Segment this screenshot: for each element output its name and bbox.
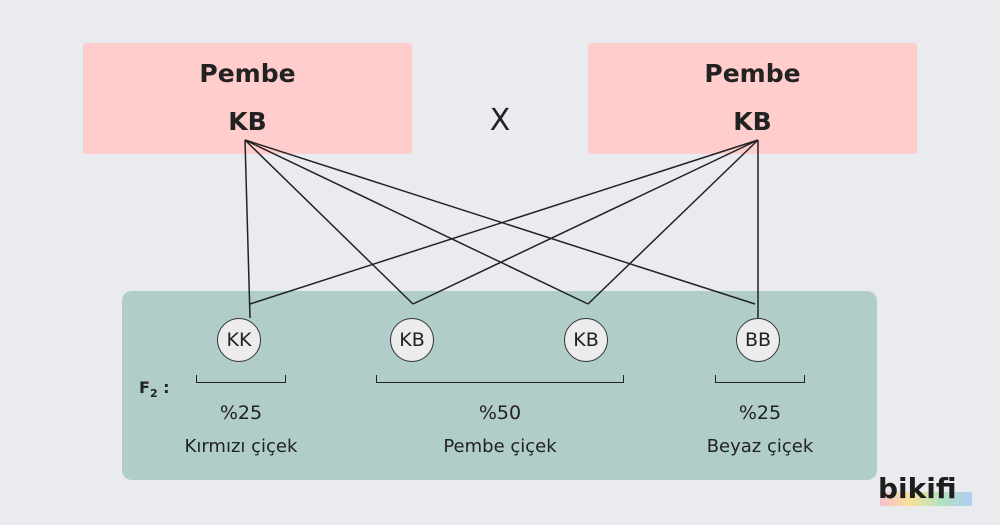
offspring-genotype-kb-1: KB: [390, 318, 434, 362]
cross-symbol: X: [489, 103, 511, 138]
generation-letter: F: [139, 378, 150, 397]
percent-pink: %50: [478, 402, 522, 424]
logo-underline: [880, 492, 972, 506]
generation-label: F2 :: [139, 378, 170, 400]
line-right-to-kb2: [587, 139, 759, 305]
generation-colon: :: [163, 378, 170, 397]
phenotype-pink: Pembe çiçek: [443, 436, 557, 457]
bracket-pink: [376, 375, 624, 383]
offspring-genotype-kb-2: KB: [564, 318, 608, 362]
generation-subscript: 2: [149, 387, 158, 401]
parent-left-name: Pembe: [199, 59, 296, 88]
brand-logo: bikifi: [878, 472, 957, 505]
line-right-to-kb1: [412, 139, 759, 305]
line-left-to-kb2: [244, 139, 589, 305]
parent-right-box: Pembe KB: [588, 43, 917, 154]
phenotype-white: Beyaz çiçek: [706, 436, 814, 457]
bracket-red: [196, 375, 286, 383]
line-left-to-kk: [244, 139, 251, 319]
line-right-to-kk: [249, 139, 759, 305]
percent-red: %25: [219, 402, 263, 424]
parent-right-name: Pembe: [704, 59, 801, 88]
line-left-to-bb: [244, 139, 756, 305]
percent-white: %25: [738, 402, 782, 424]
parent-left-genotype: KB: [228, 107, 267, 136]
bracket-white: [715, 375, 805, 383]
parent-left-box: Pembe KB: [83, 43, 412, 154]
offspring-genotype-kk: KK: [217, 318, 261, 362]
line-left-to-kb1: [244, 139, 414, 305]
phenotype-red: Kırmızı çiçek: [184, 436, 298, 457]
offspring-genotype-bb: BB: [736, 318, 780, 362]
parent-right-genotype: KB: [733, 107, 772, 136]
